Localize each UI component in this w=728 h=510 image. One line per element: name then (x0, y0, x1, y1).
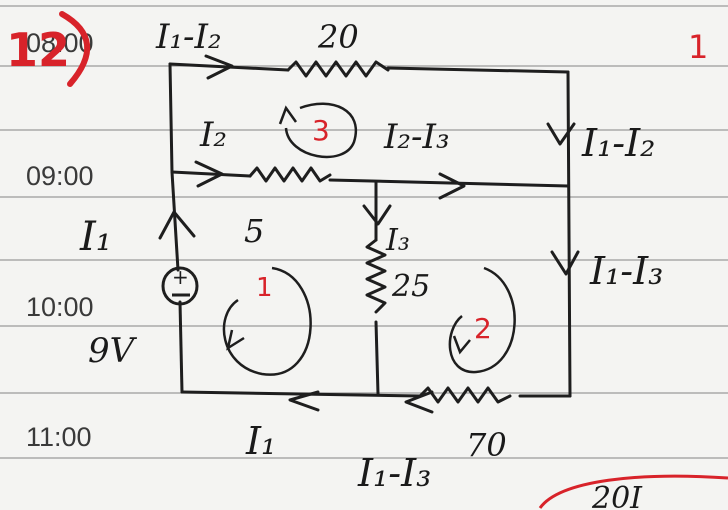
arrow-right-lower-icon (550, 250, 580, 276)
arrow-bottom-right-icon (404, 390, 434, 414)
current-label-top: I₁-I₂ (155, 17, 222, 57)
center-wire-lower (374, 320, 380, 396)
left-wire-lower (178, 300, 184, 394)
problem-number: 12 (6, 23, 70, 77)
resistor-bottom (418, 386, 512, 404)
loop-2-arrow-icon (448, 266, 516, 374)
current-label-right-upper: I₁-I₂ (581, 121, 655, 165)
source-voltage-label: 9V (88, 331, 138, 371)
current-label-middle: I₂ (199, 115, 227, 155)
current-label-middle-right: I₂-I₃ (383, 117, 450, 157)
voltage-source: + (161, 265, 199, 306)
arrow-middle-left-icon (194, 160, 224, 188)
loop-label-3: 3 (312, 114, 330, 147)
loop-3-arrow-icon (284, 102, 357, 159)
top-wire-right (386, 66, 570, 74)
current-label-center: I₃ (385, 223, 410, 258)
right-wire (566, 70, 572, 398)
corner-red-circle (538, 474, 728, 509)
resistor-center (365, 238, 387, 314)
time-label-0900: 09:00 (26, 161, 94, 191)
resistor-value-center: 25 (391, 269, 430, 304)
current-label-right-lower: I₁-I₃ (589, 249, 663, 293)
arrow-right-upper-icon (546, 122, 576, 146)
arrow-top-icon (204, 54, 234, 80)
arrow-center-icon (362, 204, 392, 226)
resistor-value-middle: 5 (244, 212, 264, 250)
current-label-bottom-left: I₁ (245, 419, 276, 463)
time-label-1100: 11:00 (26, 422, 92, 452)
source-plus-icon: + (172, 265, 189, 289)
loop-label-2: 2 (474, 312, 492, 345)
ruled-lines (0, 5, 728, 459)
arrow-bottom-left-icon (288, 390, 320, 412)
current-label-bottom-right: I₁-I₃ (357, 451, 431, 495)
loop-2-arrowhead-icon (452, 335, 471, 355)
bottom-wire-left (180, 390, 422, 398)
resistor-middle (248, 166, 332, 183)
time-label-1000: 10:00 (26, 292, 94, 322)
resistor-value-top: 20 (317, 18, 359, 56)
middle-wire-left (170, 170, 252, 178)
problem-number-bracket (59, 11, 90, 87)
loop-1-arrow-icon (222, 266, 312, 376)
left-wire-upper (168, 62, 180, 272)
corner-fragment-text: 20I (591, 481, 643, 510)
middle-wire-right (328, 178, 570, 188)
resistor-top (286, 60, 390, 78)
resistor-value-bottom: 70 (466, 426, 507, 464)
loop-1-arrowhead-icon (226, 329, 245, 351)
current-arrows (158, 54, 580, 414)
current-label-left: I₁ (79, 214, 112, 260)
loop-label-1: 1 (256, 273, 273, 303)
loop-3-arrowhead-icon (278, 105, 298, 125)
arrow-middle-right-icon (438, 172, 466, 200)
page-number: 1 (688, 28, 708, 66)
arrow-left-icon (158, 210, 196, 240)
